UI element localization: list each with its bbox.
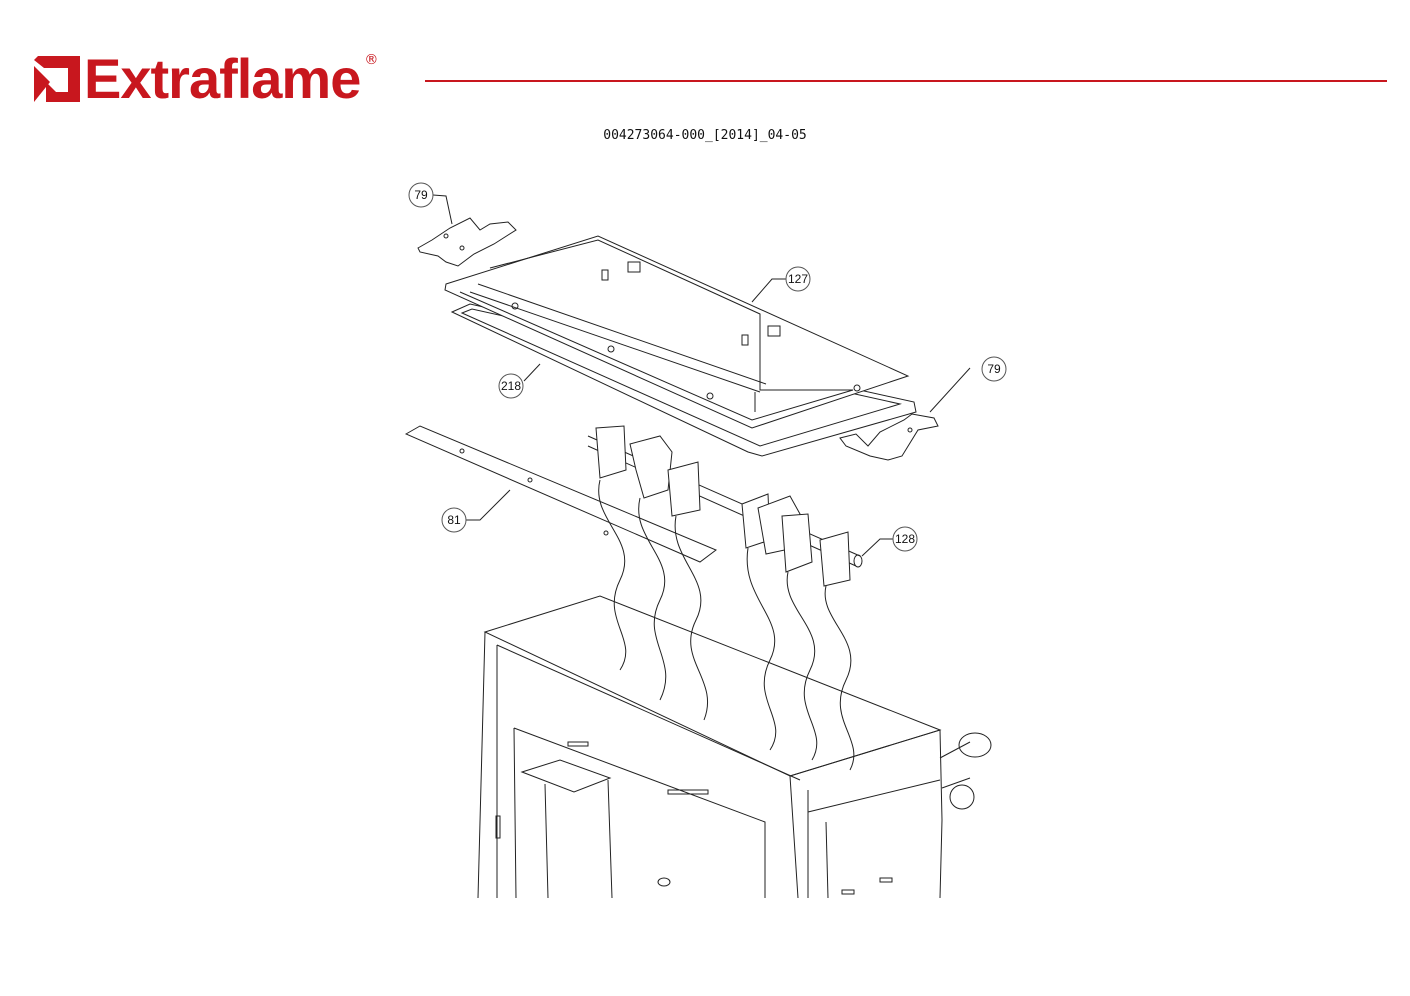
logo-mark-icon	[34, 56, 80, 102]
callout-label: 127	[788, 272, 808, 286]
header-rule	[425, 80, 1387, 82]
callout-label: 79	[414, 188, 428, 202]
brand-logo: Extraflame ®	[34, 47, 379, 110]
callout-218: 218	[498, 363, 541, 399]
callout-81: 81	[441, 489, 511, 533]
callout-label: 218	[501, 379, 521, 393]
callout-label: 81	[447, 513, 461, 527]
callout-79-left: 79	[408, 182, 453, 225]
callout-128: 128	[861, 526, 918, 557]
callout-label: 128	[895, 532, 915, 546]
brand-name: Extraflame	[84, 47, 361, 110]
registered-mark: ®	[364, 52, 379, 68]
cover-part	[444, 235, 910, 429]
baffle-bar-part	[404, 425, 717, 563]
document-code: 004273064-000_[2014]_04-05	[603, 128, 807, 143]
bracket-part-left	[417, 217, 517, 267]
callout-127: 127	[751, 266, 811, 303]
bracket-part-right	[839, 413, 939, 461]
gasket-part	[450, 303, 917, 457]
callout-label: 79	[987, 362, 1001, 376]
turbulator-assembly	[587, 425, 863, 771]
stove-body	[477, 595, 992, 899]
callout-79-right: 79	[929, 356, 1007, 413]
